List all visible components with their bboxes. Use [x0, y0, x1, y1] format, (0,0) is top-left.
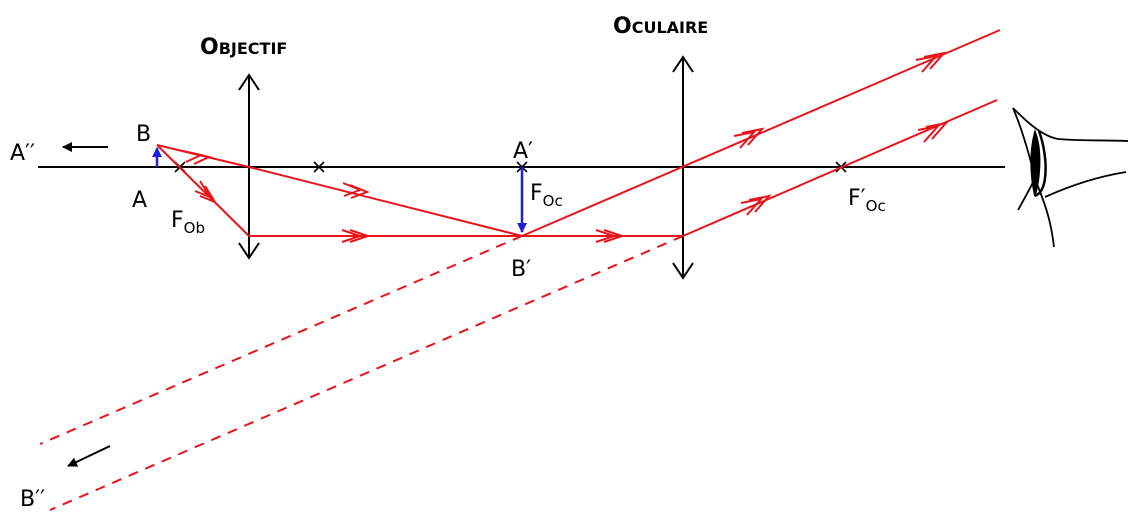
label-f-prime-oc: F′Oc	[848, 186, 886, 215]
ray-direction-markers	[182, 51, 949, 243]
eye-icon	[1012, 107, 1129, 248]
label-b-double-prime: B′′	[20, 487, 45, 512]
ray-through-eyepiece-center	[521, 29, 1001, 237]
label-a-prime: A′	[513, 139, 533, 164]
ray-through-objective-center	[248, 166, 523, 237]
label-b: B	[136, 122, 151, 147]
label-b-prime: B′	[511, 257, 531, 282]
objective-label: OBJECTIF	[200, 35, 287, 60]
label-f-oc: FOc	[530, 181, 563, 210]
ray-b-through-focus	[156, 144, 250, 237]
label-a-double-prime: A′′	[10, 141, 35, 166]
focal-mark-objective	[313, 161, 325, 173]
light-rays	[156, 29, 1001, 237]
label-f-ob: FOb	[171, 208, 205, 237]
label-a: A	[132, 188, 147, 213]
virtual-rays	[39, 235, 684, 511]
arrow-to-b-double-prime	[67, 445, 111, 467]
eyepiece-label: OCULAIRE	[613, 14, 708, 39]
